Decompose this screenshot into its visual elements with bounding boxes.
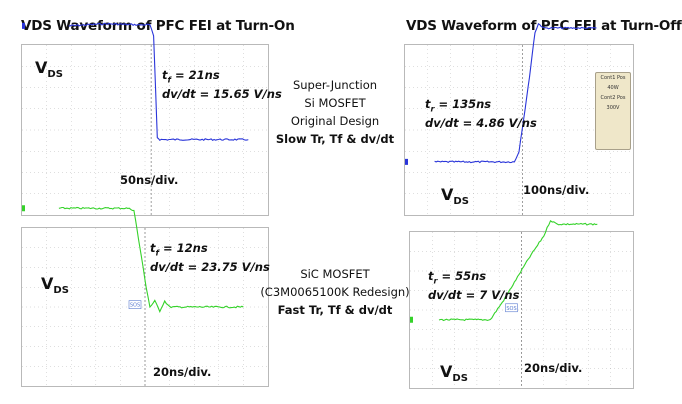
sic-mosfet-description: SiC MOSFET (C3M0065100K Redesign) Fast T… — [250, 265, 420, 319]
dvdt-value: dv/dt = 23.75 V/ns — [150, 260, 270, 275]
turn-on-heading: VDS Waveform of PFC FEI at Turn-On — [21, 18, 295, 34]
vds-sub: DS — [53, 285, 69, 297]
vds-main: V — [441, 185, 454, 204]
time-subscript: r — [430, 104, 435, 114]
sos-marker-text: SOS — [506, 306, 516, 312]
vds-label: VDS — [41, 274, 69, 296]
scope-cursor-info-box: Cont1 Pos 40W Cont2 Pos 300V — [595, 72, 631, 150]
channel-marker — [22, 22, 25, 29]
waveform-plot-si-turn-on — [22, 22, 268, 215]
waveform-panel-si-turn-on: VDS tf = 21ns dv/dt = 15.65 V/ns 50ns/di… — [21, 22, 282, 216]
desc-line: Si MOSFET — [304, 96, 366, 110]
trace-line — [68, 22, 249, 142]
waveform-plot-sic-turn-on: SOS — [22, 205, 268, 386]
dvdt-value: dv/dt = 4.86 V/ns — [425, 116, 537, 131]
time-subscript: f — [155, 248, 159, 258]
time-value: = 135ns — [434, 97, 492, 111]
vds-main: V — [35, 58, 48, 77]
desc-line: Original Design — [290, 114, 380, 128]
time-symbol: t — [162, 68, 168, 82]
cursor2-value: 300V — [606, 105, 620, 111]
time-symbol: t — [150, 241, 156, 255]
turn-off-heading: VDS Waveform of PFC FEI at Turn-Off — [406, 18, 682, 34]
trace-line — [58, 206, 244, 313]
timing-annotation: tr = 55ns dv/dt = 7 V/ns — [428, 269, 519, 303]
waveform-panel-sic-turn-on: SOS VDS tf = 12ns dv/dt = 23.75 V/ns 20n… — [21, 205, 270, 387]
time-subscript: f — [167, 75, 171, 85]
desc-line: Super-Junction — [292, 78, 378, 92]
desc-line: (C3M0065100K Redesign) — [260, 285, 410, 299]
time-subscript: r — [433, 276, 438, 286]
dvdt-value: dv/dt = 7 V/ns — [428, 288, 520, 303]
desc-summary: Slow Tr, Tf & dv/dt — [275, 132, 395, 146]
waveform-panel-sic-turn-off: SOS VDS tr = 55ns dv/dt = 7 V/ns 20ns/di… — [409, 219, 634, 389]
timebase-label: 100ns/div. — [523, 183, 590, 197]
timing-annotation: tf = 12ns dv/dt = 23.75 V/ns — [150, 241, 270, 275]
time-value: = 21ns — [170, 68, 220, 82]
time-symbol: t — [425, 97, 431, 111]
time-symbol: t — [428, 269, 434, 283]
desc-line: SiC MOSFET — [300, 267, 370, 281]
sos-marker: SOS — [128, 300, 142, 309]
timing-annotation: tr = 135ns dv/dt = 4.86 V/ns — [425, 97, 537, 131]
channel-marker — [22, 205, 25, 212]
vds-label: VDS — [440, 362, 468, 384]
desc-summary: Fast Tr, Tf & dv/dt — [277, 303, 393, 317]
sos-marker: SOS — [505, 303, 518, 313]
vds-label: VDS — [441, 185, 469, 207]
time-value: = 12ns — [158, 241, 208, 255]
cursor1-value: 40W — [607, 85, 619, 91]
timebase-label: 50ns/div. — [120, 173, 179, 187]
si-mosfet-description: Super-Junction Si MOSFET Original Design… — [250, 76, 420, 148]
channel-marker — [405, 158, 408, 165]
time-value: = 55ns — [437, 269, 487, 283]
waveform-plot-sic-turn-off: SOS — [410, 219, 633, 388]
dvdt-value: dv/dt = 15.65 V/ns — [162, 87, 282, 102]
vds-sub: DS — [452, 373, 468, 385]
timebase-label: 20ns/div. — [153, 365, 212, 379]
channel-marker — [410, 316, 413, 323]
vds-main: V — [440, 362, 453, 381]
vds-main: V — [41, 274, 54, 293]
vds-sub: DS — [47, 69, 63, 81]
vds-sub: DS — [453, 196, 469, 208]
sos-marker-text: SOS — [130, 303, 140, 309]
vds-label: VDS — [35, 58, 63, 80]
timebase-label: 20ns/div. — [524, 361, 583, 375]
graticule — [22, 45, 268, 215]
timing-annotation: tf = 21ns dv/dt = 15.65 V/ns — [162, 68, 282, 102]
trace-line — [434, 22, 597, 164]
cursor1-label: Cont1 Pos — [600, 75, 626, 81]
trace-line — [438, 219, 598, 322]
cursor2-label: Cont2 Pos — [600, 95, 626, 101]
waveform-panel-si-turn-off: VDS tr = 135ns dv/dt = 4.86 V/ns 100ns/d… — [404, 22, 634, 216]
